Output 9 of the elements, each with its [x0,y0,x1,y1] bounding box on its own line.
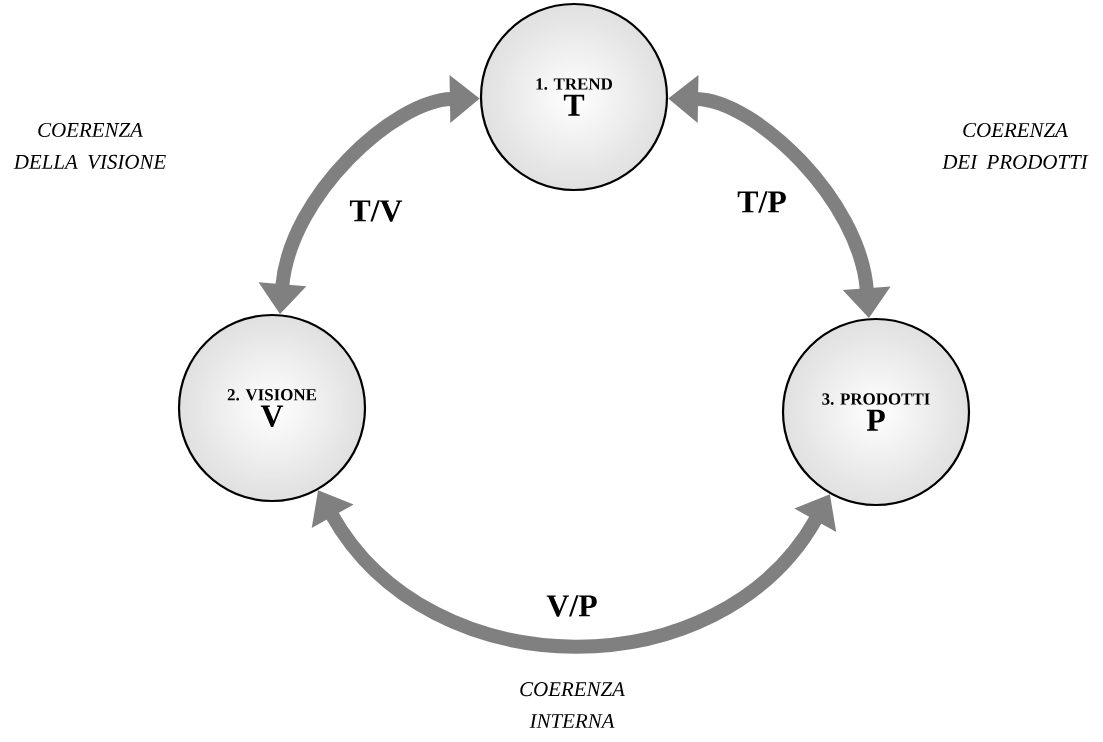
circle-node: 2. VISIONE V [177,313,367,503]
edge-label: V/P [546,595,597,617]
caption-text: COERENZA INTERNA [520,682,625,728]
caption-text: COERENZA DEI PRODOTTI [942,123,1089,169]
edge-label: T/P [737,191,786,213]
circle-node: 1. TREND T [479,2,669,192]
edge-label: T/V [349,200,403,222]
circle-node: 3. PRODOTTI P [781,317,971,507]
caption-text: COERENZA DELLA VISIONE [13,122,166,169]
